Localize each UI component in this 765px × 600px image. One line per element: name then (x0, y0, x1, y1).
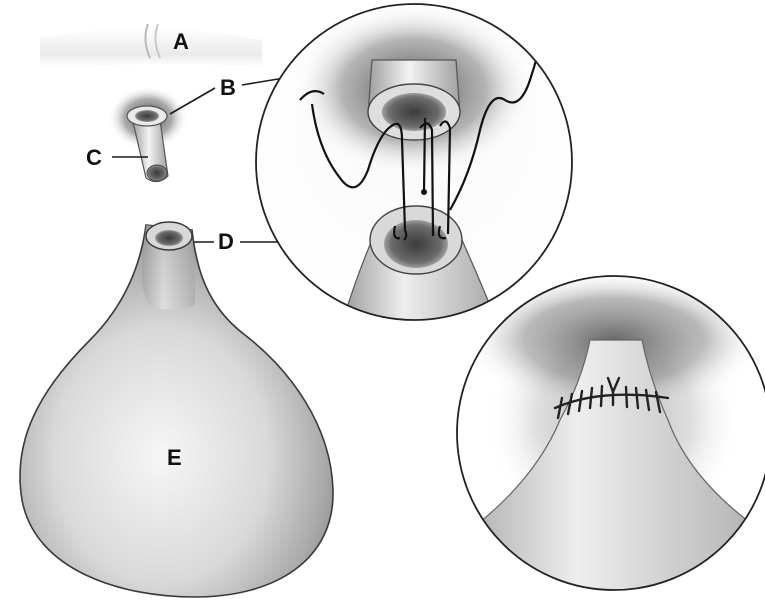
label-b: B (220, 77, 236, 99)
label-e: E (167, 447, 182, 469)
label-c: C (86, 147, 102, 169)
label-a: A (173, 31, 189, 53)
magnified-suture-placement (256, 4, 572, 330)
bladder (20, 222, 333, 597)
magnified-completed-anastomosis (430, 270, 765, 600)
label-d: D (218, 231, 234, 253)
